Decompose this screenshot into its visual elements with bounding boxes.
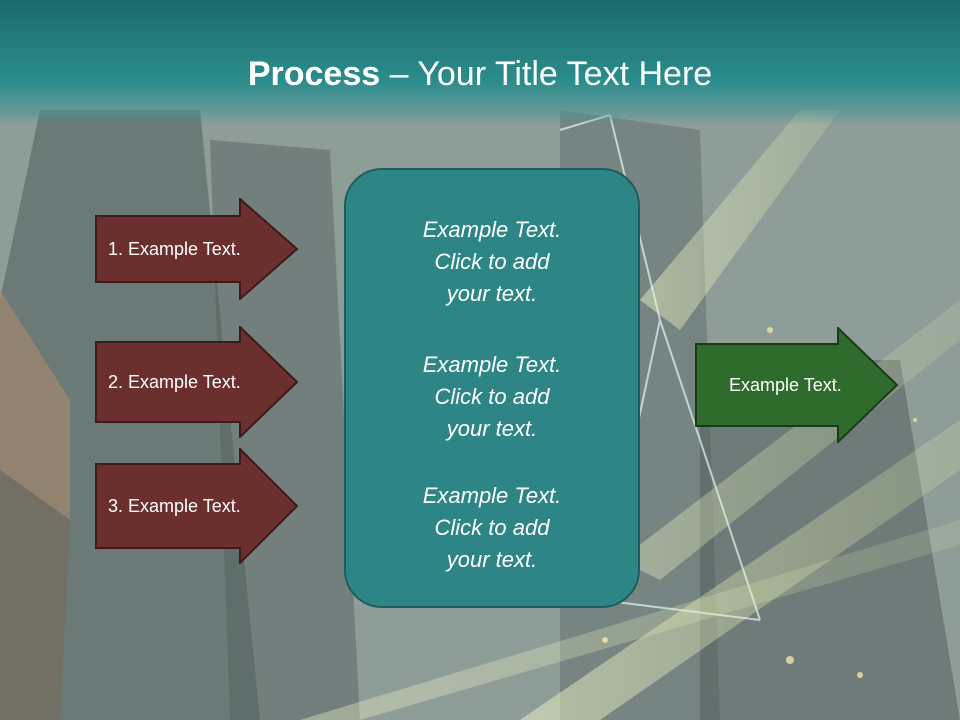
left-arrow-1-shape	[95, 196, 299, 302]
left-arrow-2[interactable]: 2. Example Text.	[95, 324, 299, 440]
center-paragraph-3-line-2: Click to add	[434, 515, 550, 540]
right-arrow-label: Example Text.	[729, 374, 842, 395]
center-paragraph-1-line-1: Example Text.	[422, 217, 562, 242]
center-paragraph-1-line-3: your text.	[446, 281, 538, 306]
left-arrow-3-shape	[95, 446, 299, 566]
left-arrow-1-label: 1. Example Text.	[108, 238, 241, 259]
title-rest-text: – Your Title Text Here	[380, 55, 713, 93]
right-arrow[interactable]: Example Text.	[695, 325, 899, 445]
center-paragraph-2-line-2: Click to add	[434, 384, 550, 409]
left-arrow-3[interactable]: 3. Example Text.	[95, 446, 299, 566]
slide-title[interactable]: Process – Your Title Text Here	[0, 52, 960, 96]
left-arrow-1[interactable]: 1. Example Text.	[95, 196, 299, 302]
center-paragraph-3: Example Text. Click to add your text.	[346, 480, 638, 576]
left-arrow-2-shape	[95, 324, 299, 440]
center-paragraph-3-line-3: your text.	[446, 547, 538, 572]
title-bold-text: Process	[247, 55, 381, 93]
left-arrow-2-label: 2. Example Text.	[108, 371, 241, 392]
center-paragraph-3-line-1: Example Text.	[422, 483, 562, 508]
center-paragraph-2: Example Text. Click to add your text.	[346, 349, 638, 445]
right-arrow-shape	[695, 325, 899, 445]
left-arrow-3-label: 3. Example Text.	[108, 495, 241, 516]
center-paragraph-2-line-3: your text.	[446, 416, 538, 441]
center-paragraph-2-line-1: Example Text.	[422, 352, 562, 377]
title-bar	[0, 0, 960, 125]
center-text-box[interactable]: Example Text. Click to add your text. Ex…	[344, 168, 640, 608]
center-paragraph-1-line-2: Click to add	[434, 249, 550, 274]
center-paragraph-1: Example Text. Click to add your text.	[346, 214, 638, 310]
